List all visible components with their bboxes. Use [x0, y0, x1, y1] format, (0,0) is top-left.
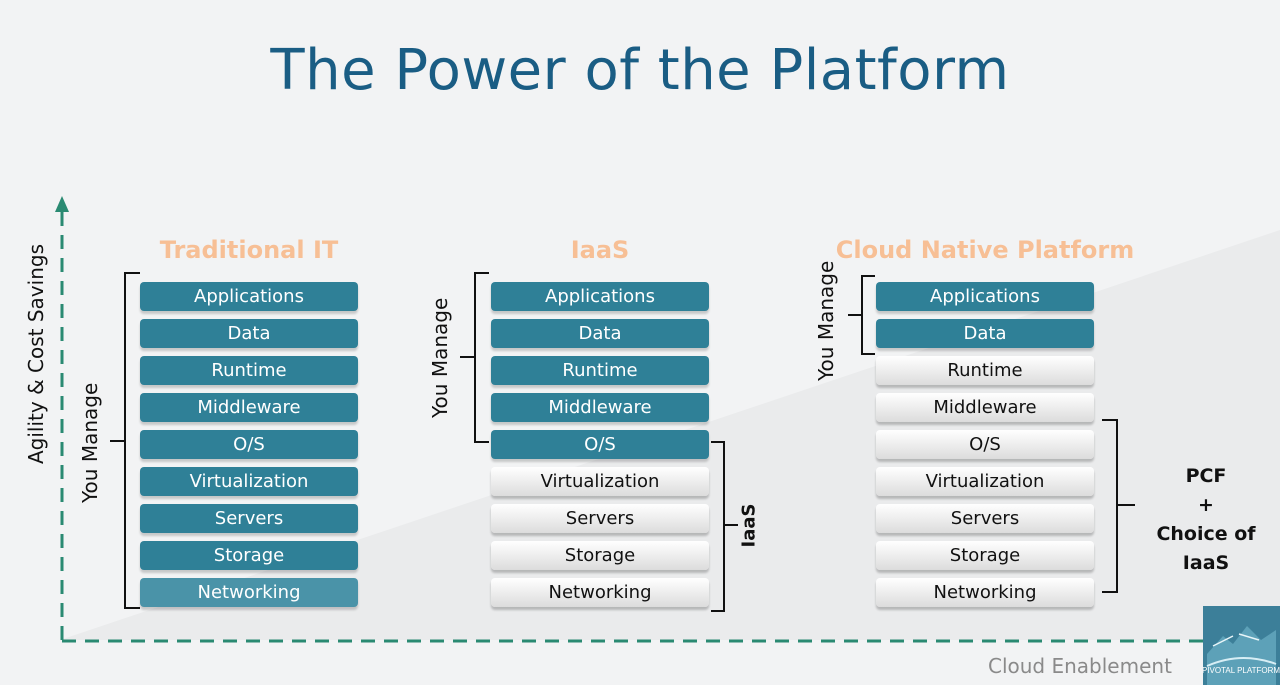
layer-os: O/S — [876, 430, 1094, 459]
y-axis-arrowhead — [55, 196, 69, 212]
you-manage-label-cnp: You Manage — [814, 260, 838, 381]
column-title-cloud-native-platform: Cloud Native Platform — [835, 236, 1135, 264]
layer-runtime: Runtime — [140, 356, 358, 385]
layer-os: O/S — [140, 430, 358, 459]
layer-servers: Servers — [876, 504, 1094, 533]
stack-cloud-native-platform: Applications Data Runtime Middleware O/S… — [876, 282, 1094, 615]
footer-label: Cloud Enablement — [988, 654, 1172, 678]
stack-traditional-it: Applications Data Runtime Middleware O/S… — [140, 282, 358, 615]
logo-text: PIVOTAL PLATFORM — [1203, 666, 1280, 675]
you-manage-label-traditional: You Manage — [78, 382, 102, 503]
y-axis-label: Agility & Cost Savings — [24, 244, 48, 464]
layer-servers: Servers — [140, 504, 358, 533]
layer-middleware: Middleware — [876, 393, 1094, 422]
pcf-line-4: IaaS — [1182, 552, 1230, 574]
layer-data: Data — [876, 319, 1094, 348]
layer-servers: Servers — [491, 504, 709, 533]
stack-iaas: Applications Data Runtime Middleware O/S… — [491, 282, 709, 615]
pcf-line-3: Choice of — [1156, 523, 1256, 545]
you-manage-label-iaas: You Manage — [428, 297, 452, 418]
page-title: The Power of the Platform — [270, 38, 1010, 103]
layer-data: Data — [491, 319, 709, 348]
layer-middleware: Middleware — [491, 393, 709, 422]
layer-applications: Applications — [876, 282, 1094, 311]
iaas-provider-label: IaaS — [738, 503, 760, 548]
pcf-choice-of-iaas-label: PCF + Choice of IaaS — [1150, 462, 1262, 578]
layer-storage: Storage — [491, 541, 709, 570]
column-title-iaas: IaaS — [570, 236, 630, 264]
column-title-traditional-it: Traditional IT — [159, 236, 339, 264]
bracket-cnp-you-manage — [848, 275, 875, 355]
layer-runtime: Runtime — [876, 356, 1094, 385]
layer-data: Data — [140, 319, 358, 348]
layer-storage: Storage — [876, 541, 1094, 570]
layer-virtualization: Virtualization — [140, 467, 358, 496]
layer-applications: Applications — [491, 282, 709, 311]
layer-applications: Applications — [140, 282, 358, 311]
layer-middleware: Middleware — [140, 393, 358, 422]
bracket-iaas-you-manage — [460, 272, 489, 443]
layer-networking: Networking — [491, 578, 709, 607]
pcf-line-1: PCF — [1185, 465, 1227, 487]
pcf-line-2: + — [1198, 494, 1214, 516]
layer-runtime: Runtime — [491, 356, 709, 385]
pivotal-platform-logo: PIVOTAL PLATFORM — [1203, 606, 1280, 685]
bracket-iaas-provider — [711, 441, 738, 612]
layer-virtualization: Virtualization — [876, 467, 1094, 496]
layer-virtualization: Virtualization — [491, 467, 709, 496]
layer-networking: Networking — [140, 578, 358, 607]
layer-networking: Networking — [876, 578, 1094, 607]
layer-os: O/S — [491, 430, 709, 459]
bracket-cnp-provider — [1102, 419, 1135, 593]
bracket-traditional-you-manage — [110, 272, 140, 609]
layer-storage: Storage — [140, 541, 358, 570]
